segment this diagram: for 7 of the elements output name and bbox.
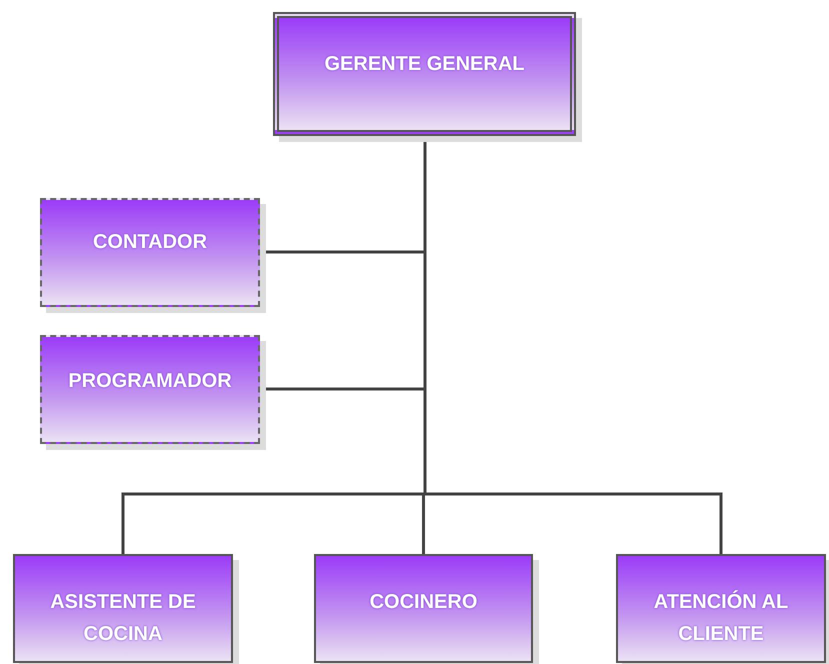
role-title: CONTADOR <box>92 230 208 255</box>
role-title: ATENCIÓN AL CLIENTE <box>652 589 790 647</box>
role-title: COCINERO <box>370 590 478 615</box>
role-title: PROGRAMADOR <box>68 369 232 394</box>
role-title: GERENTE GENERAL <box>324 52 525 77</box>
role-box <box>616 554 826 663</box>
role-title: ASISTENTE DE COCINA <box>49 590 197 647</box>
